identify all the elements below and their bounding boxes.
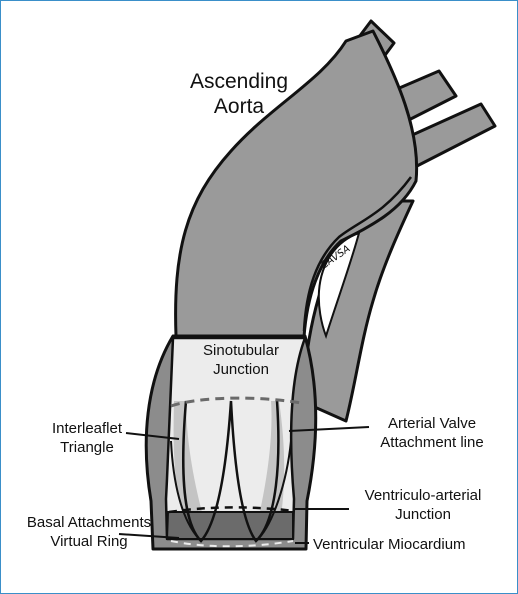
label-ventricular-miocardium: Ventricular Miocardium — [313, 536, 466, 553]
basal-virtual-ring — [170, 540, 294, 548]
valve-attachment-line-2 — [170, 440, 292, 542]
label-sinotubular-junction: Sinotubular Junction — [203, 342, 279, 378]
label-interleaflet-triangle: Interleaflet Triangle — [51, 420, 123, 456]
label-ascending-aorta: Ascending Aorta — [189, 70, 289, 118]
arch-inner-contour — [302, 176, 413, 332]
valve-attachment-line — [181, 400, 280, 543]
label-basal-attachments-virtual-ring: Basal Attachments Virtual Ring — [26, 514, 152, 550]
label-ventriculo-arterial-junction: Ventriculo-arterial Junction — [364, 487, 482, 523]
left-sinus-leaflet — [173, 401, 203, 516]
pointer-basal-ring — [118, 533, 180, 539]
ventriculo-arterial-dashed-ring — [168, 506, 296, 514]
ascending-aorta-body — [174, 29, 419, 339]
arch-window — [317, 231, 361, 340]
pointer-interleaflet — [125, 432, 180, 440]
label-arterial-valve-attachment-line: Arterial Valve Attachment line — [380, 415, 484, 451]
sinotubular-dashed-ring — [170, 396, 302, 408]
pointer-attachment-line — [288, 426, 370, 432]
